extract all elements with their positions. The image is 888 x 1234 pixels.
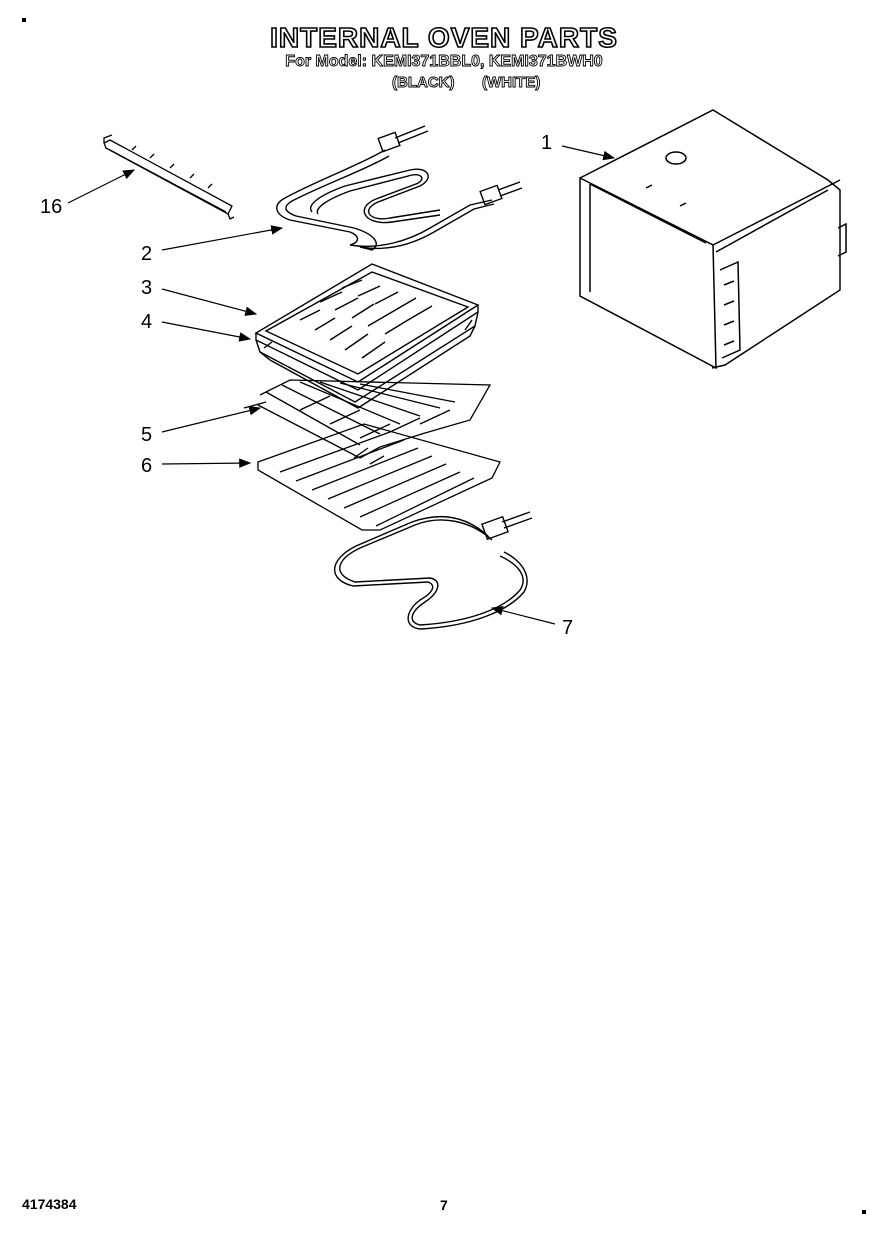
page-title: INTERNAL OVEN PARTS: [269, 21, 618, 54]
callout-4: 4: [141, 311, 153, 333]
part-2-broil-element: [276, 125, 523, 251]
leader-1: [561, 145, 616, 161]
page-number: 7: [440, 1197, 448, 1213]
registration-mark-bottom-right: [862, 1210, 866, 1214]
callout-3: 3: [141, 277, 153, 299]
callout-7: 7: [562, 617, 574, 639]
part-5-oven-rack: [243, 379, 492, 459]
part-7-bake-element: [334, 511, 533, 630]
leader-2: [161, 225, 284, 251]
leader-lines: [67, 145, 616, 625]
callout-1: 1: [541, 132, 553, 154]
leader-6: [161, 458, 252, 468]
leader-4: [161, 321, 252, 342]
leader-7: [490, 606, 556, 625]
part-16-rack-support: [103, 134, 235, 220]
model-subtitle: For Model: KEMI371BBL0, KEMI371BWH0: [285, 53, 603, 71]
registration-mark-top-left: [22, 18, 26, 22]
callout-6: 6: [141, 455, 153, 477]
callout-2: 2: [141, 243, 153, 265]
callout-5: 5: [141, 424, 153, 446]
part-6-oven-rack: [257, 423, 501, 531]
leader-3: [161, 288, 258, 316]
model-variant-white: (WHITE): [482, 74, 541, 92]
leader-16: [67, 169, 136, 204]
part-1-oven-cavity: [579, 109, 847, 370]
leader-5: [161, 405, 262, 433]
document-number: 4174384: [22, 1196, 77, 1212]
part-4-broiler-pan: [255, 311, 479, 409]
callout-16: 16: [40, 196, 63, 218]
model-variant-black: (BLACK): [392, 74, 455, 92]
